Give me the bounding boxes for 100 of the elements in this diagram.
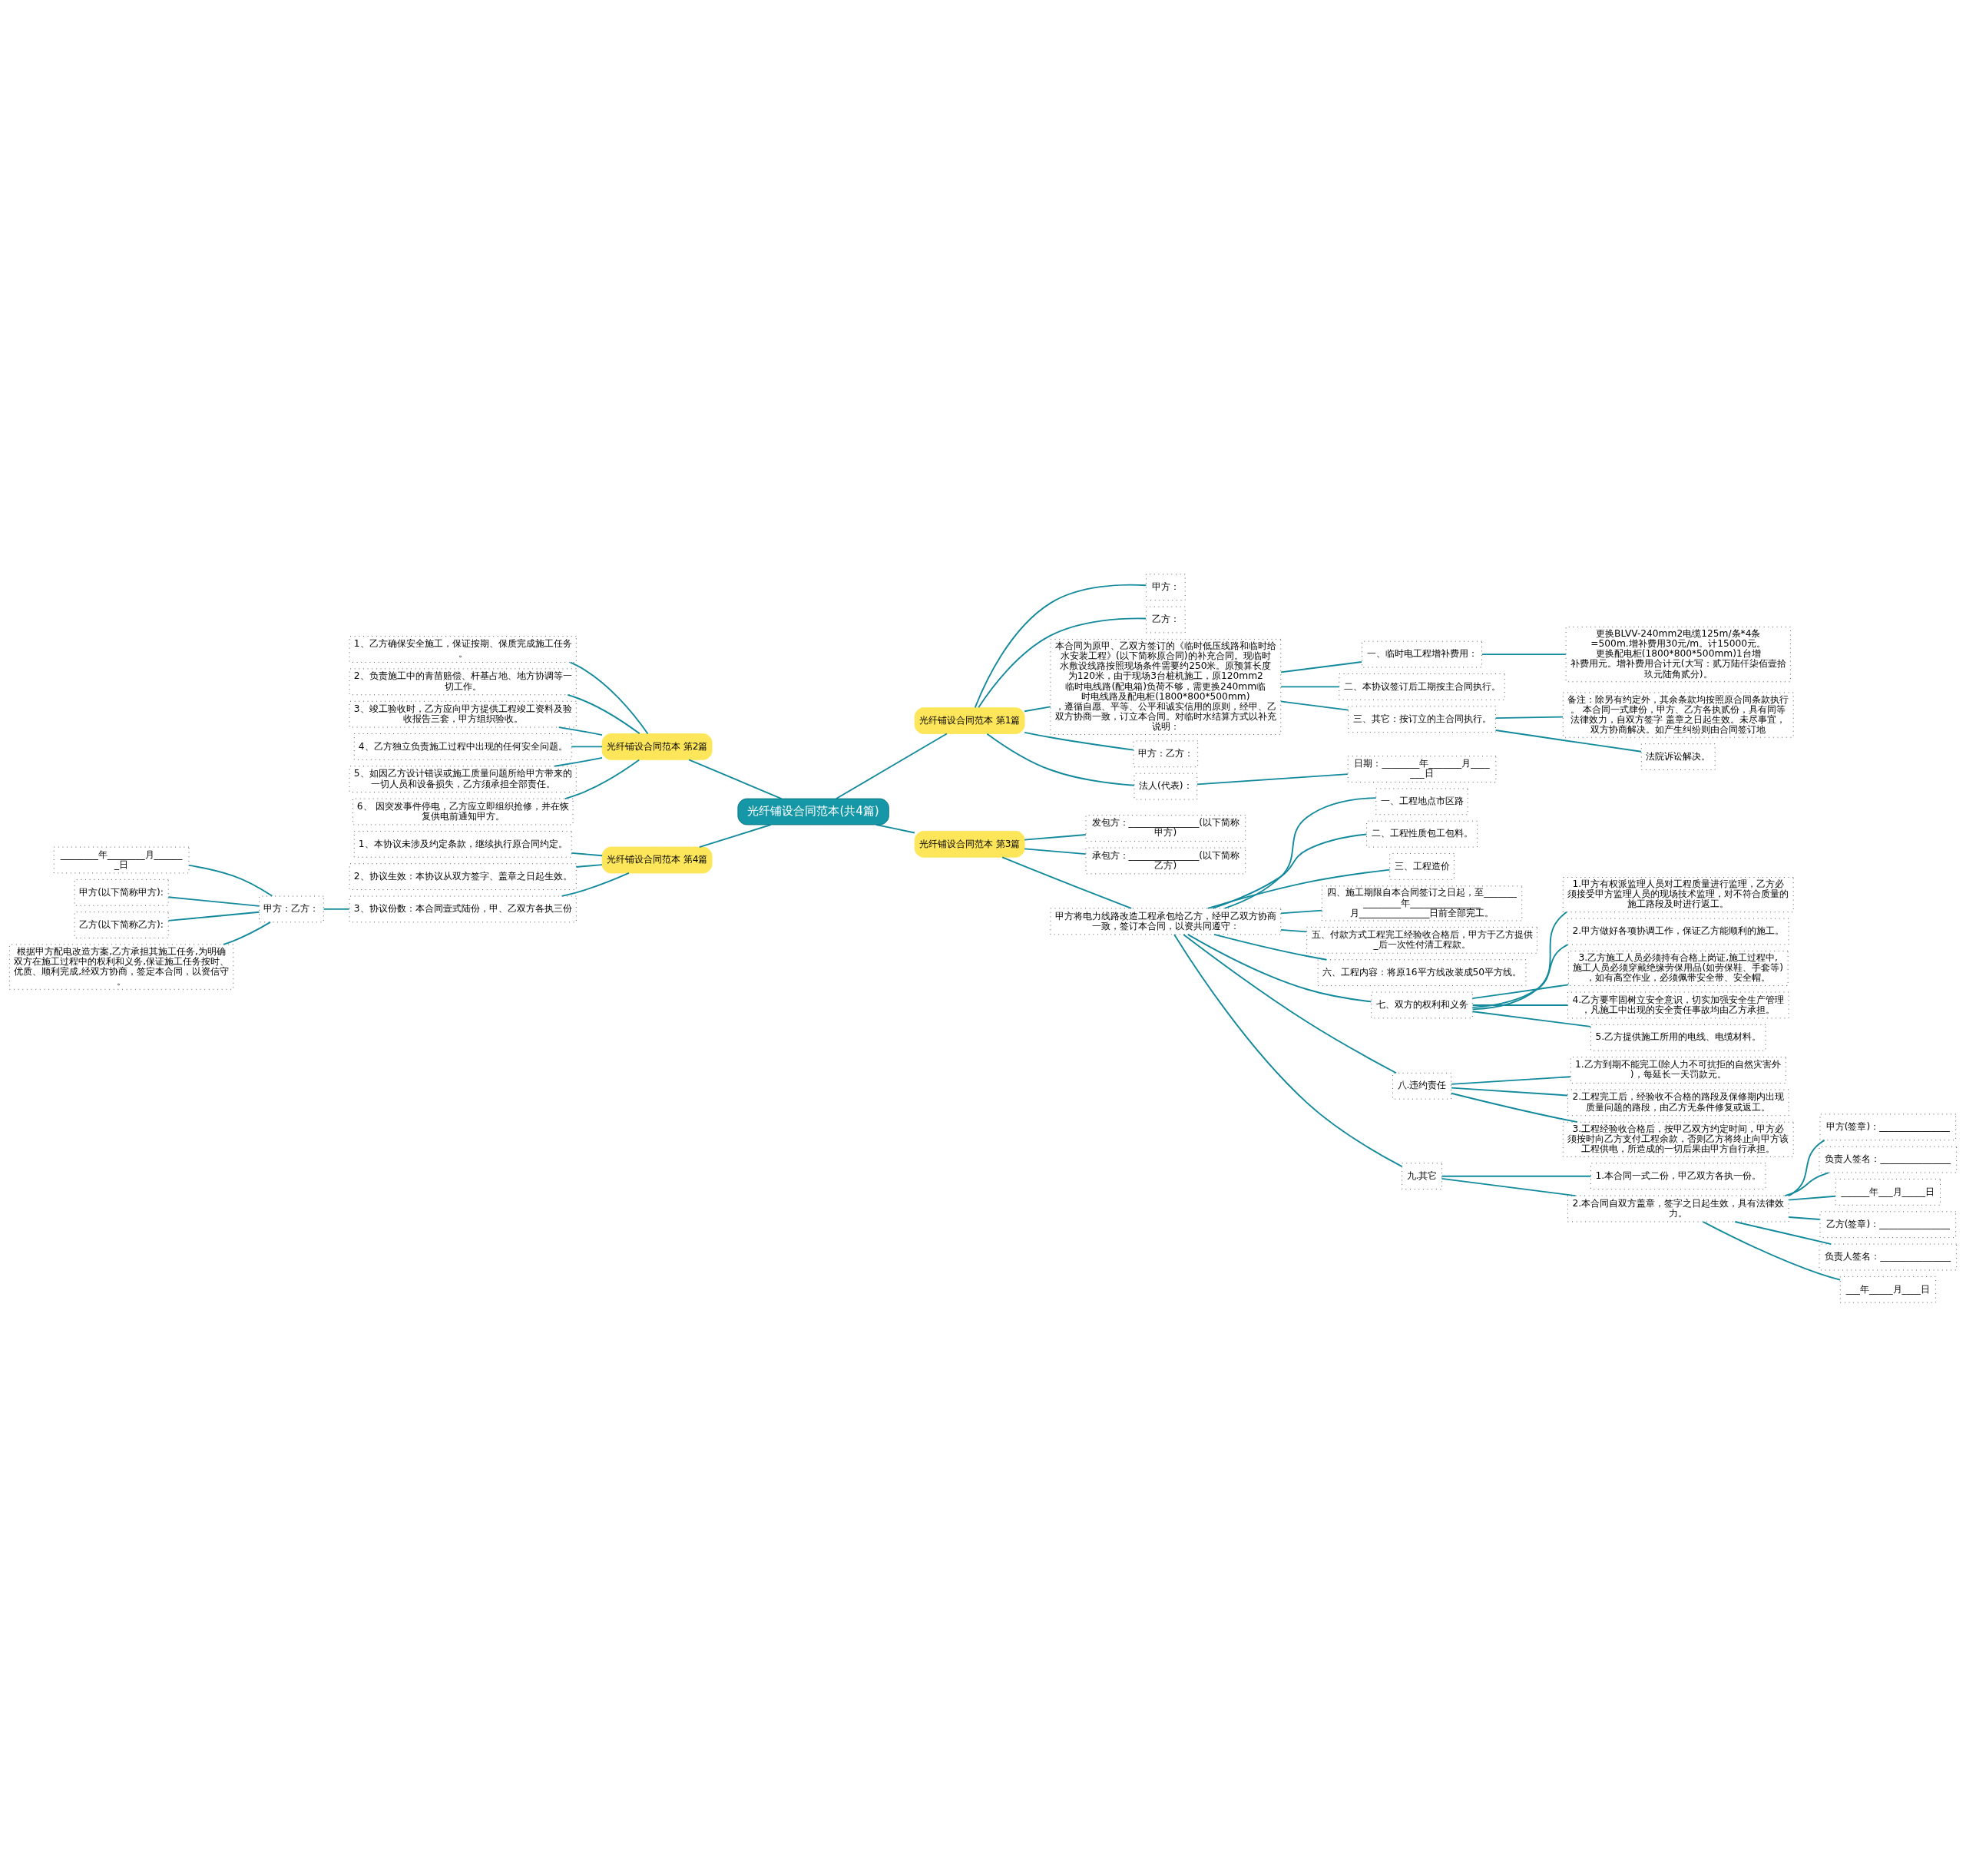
node-box: 1、乙方确保安全施工，保证按期、保质完成施工任务。	[349, 635, 577, 663]
connector	[1788, 1195, 1836, 1201]
node-box: 更换BLVV-240mm2电缆125m/条*4条=500m.增补费用30元/m。计15000元。更换配电柜(1800*800*500mm)1台增补费用元。增补费用合计元(大写：贰万陆仟柒佰壹拾玖元陆角贰分)。	[1565, 626, 1791, 682]
connector	[1450, 1087, 1569, 1096]
connector	[1280, 928, 1308, 932]
connector	[688, 759, 783, 799]
connector	[1788, 1139, 1825, 1196]
connector	[1173, 933, 1403, 1167]
connector	[1450, 1092, 1578, 1123]
connector	[1471, 1004, 1569, 1006]
connector	[569, 661, 649, 734]
connector	[167, 895, 260, 907]
connector	[1196, 773, 1349, 785]
connector	[1441, 1175, 1592, 1177]
connector	[1211, 833, 1368, 909]
connector	[1471, 911, 1567, 1010]
connector	[575, 863, 603, 868]
connector	[1471, 983, 1570, 999]
node-box: ______年___月_____日	[1835, 1178, 1941, 1206]
connector	[1206, 869, 1391, 909]
node-box: 甲方：乙方：	[259, 895, 324, 922]
node-box: 2.甲方做好各项协调工作，保证乙方能顺利的施工。	[1567, 918, 1789, 945]
connector	[978, 617, 1147, 708]
connector	[1471, 1010, 1592, 1027]
node-box: 四、施工期限自本合同签订之日起，至_______________年_______________月_______________日前全部完工。	[1321, 885, 1523, 921]
connector	[1441, 1177, 1577, 1196]
connector	[558, 726, 603, 736]
node-box: 甲方(以下简称甲方):	[74, 878, 169, 906]
node-box: 甲方：乙方：	[1133, 739, 1199, 767]
node-box: 3.乙方施工人员必须持有合格上岗证,施工过程中,施工人员必须穿戴绝缘劳保用品(如劳保鞋、手套等)，如有高空作业，必须佩带安全带、安全帽。	[1567, 950, 1789, 986]
node-box: 备注：除另有约定外，其余条款均按照原合同条款执行。 本合同一式肆份，甲方、乙方各执贰份，具有同等法律效力，自双方签字 盖章之日起生效。未尽事宜，双方协商解决。如产生纠纷则由合同签订地	[1562, 691, 1794, 738]
node-box: 三、工程造价	[1389, 852, 1455, 880]
node-box: 4.乙方要牢固树立安全意识，切实加强安全生产管理，凡施工中出现的安全责任事故均由乙方承担。	[1567, 991, 1789, 1018]
node-box: 乙方：	[1145, 606, 1186, 633]
connector	[836, 733, 948, 799]
connector	[323, 908, 350, 910]
node-box: 4、乙方独立负责施工过程中出现的任何安全问题。	[353, 733, 572, 760]
node-box: 七、双方的权利和义务	[1371, 991, 1473, 1018]
node-box: 本合同为原甲、乙双方签订的《临时低压线路和临时给水安装工程》(以下简称原合同)的补充合同。现临时水敷设线路按照现场条件需要约250米。原预算长度为120米，由于现场3台桩机施工，原120mm2临时电线路(配电箱)负荷不够，需更换240mm临时电线路及配电柜(1800*800*500mm)，遵循自愿、平等、公平和诚实信用的原则，经甲、乙双方协商一致，订立本合同。对临时水结算方式以补充说明：	[1050, 638, 1282, 735]
connector	[571, 852, 604, 856]
node-box: 甲方：	[1145, 573, 1186, 601]
node-box: 6、 因突发事件停电，乙方应立即组织抢修，并在恢复供电前通知甲方。	[352, 798, 574, 825]
connector	[1494, 716, 1564, 719]
connector	[986, 733, 1135, 786]
node-box: 5.乙方提供施工所用的电线、电缆材料。	[1590, 1024, 1766, 1051]
node-box: 六、工程内容：将原16平方线改装成50平方线。	[1317, 958, 1527, 986]
connector	[974, 584, 1147, 708]
node-box: 二、工程性质包工包料。	[1366, 820, 1478, 848]
connector	[1702, 1220, 1841, 1281]
node-box: 2、协议生效：本协议从双方签字、盖章之日起生效。	[349, 862, 577, 890]
connector	[1024, 847, 1087, 855]
node-box: 1.甲方有权派监理人员对工程质量进行监理，乙方必须接受甲方监理人员的现场技术监理，对不符合质量的施工路段及时进行返工。	[1562, 876, 1794, 912]
connector	[1494, 729, 1642, 753]
node-box: 发包方：_______________(以下简称甲方)	[1085, 814, 1246, 842]
connector	[188, 864, 273, 897]
node-box: 5、如因乙方设计错误或施工质量问题所给甲方带来的一切人员和设备损失，乙方须承担全部责任。	[349, 765, 577, 792]
connector	[875, 823, 915, 833]
connector	[1788, 1216, 1821, 1220]
node-box: 光纤铺设合同范本 第4篇	[601, 846, 713, 873]
connector	[1280, 909, 1323, 914]
node-box: 九.其它	[1402, 1162, 1442, 1189]
node-box: 光纤铺设合同范本(共4篇)	[737, 798, 889, 825]
node-box: 甲方(签章)：_______________	[1819, 1113, 1957, 1140]
node-box: 五、付款方式工程完工经验收合格后，甲方于乙方提供_后一次性付清工程款。	[1306, 926, 1537, 954]
node-box: 负责人签名：_______________	[1819, 1243, 1958, 1270]
node-box: 1.本合同一式二份，甲乙双方各执一份。	[1590, 1162, 1766, 1189]
node-box: 1、本协议未涉及约定条款，继续执行原合同约定。	[353, 830, 572, 858]
connector	[1471, 943, 1569, 1008]
connector	[1280, 685, 1340, 687]
connector	[1784, 1171, 1830, 1196]
connector	[1223, 796, 1377, 909]
connector	[1280, 660, 1363, 673]
node-box: ___年_____月____日	[1839, 1275, 1936, 1303]
node-box: 光纤铺设合同范本 第3篇	[914, 830, 1025, 858]
node-box: 法人(代表)：	[1134, 773, 1198, 799]
node-box: 法院诉讼解决。	[1640, 743, 1716, 770]
node-box: 2、负责施工中的青苗赔偿、杆基占地、地方协调等一切工作。	[349, 667, 577, 695]
node-box: 负责人签名：_______________	[1819, 1146, 1958, 1173]
connector	[561, 872, 630, 897]
node-box: 日期：________年_______月_______日	[1347, 755, 1497, 782]
connector	[1024, 833, 1087, 840]
connector	[1481, 653, 1567, 655]
connector	[1001, 855, 1133, 909]
node-box: 2.工程完工后，经验收不合格的路段及保修期内出现质量问题的路段，由乙方无条件修复或返工。	[1567, 1088, 1789, 1116]
connector	[1024, 705, 1051, 712]
connector	[222, 921, 271, 945]
connector	[1450, 1075, 1571, 1085]
connector	[1280, 700, 1349, 711]
node-box: 乙方(以下简称乙方):	[74, 911, 169, 938]
connector	[1187, 933, 1372, 1002]
node-box: 根据甲方配电改造方案,乙方承担其施工任务,为明确双方在施工过程中的权利和义务,保证施工任务按时、优质、顺利完成,经双方协商，签定本合同，以资信守。	[8, 944, 234, 990]
connector	[567, 693, 640, 734]
node-box: ________年________月_______日	[53, 846, 190, 873]
node-box: 光纤铺设合同范本 第2篇	[601, 733, 713, 760]
connector	[1213, 933, 1328, 961]
node-box: 3.工程经验收合格后，按甲乙双方约定时间，甲方必须按时向乙方支付工程余款，否则乙方将终止向甲方该工程供电，所造成的一切后果由甲方自行承担。	[1562, 1121, 1794, 1157]
node-box: 一、工程地点市区路	[1375, 788, 1468, 815]
connector	[564, 759, 640, 799]
connector	[1024, 731, 1134, 750]
node-box: 三、其它：按订立的主合同执行。	[1348, 705, 1496, 733]
